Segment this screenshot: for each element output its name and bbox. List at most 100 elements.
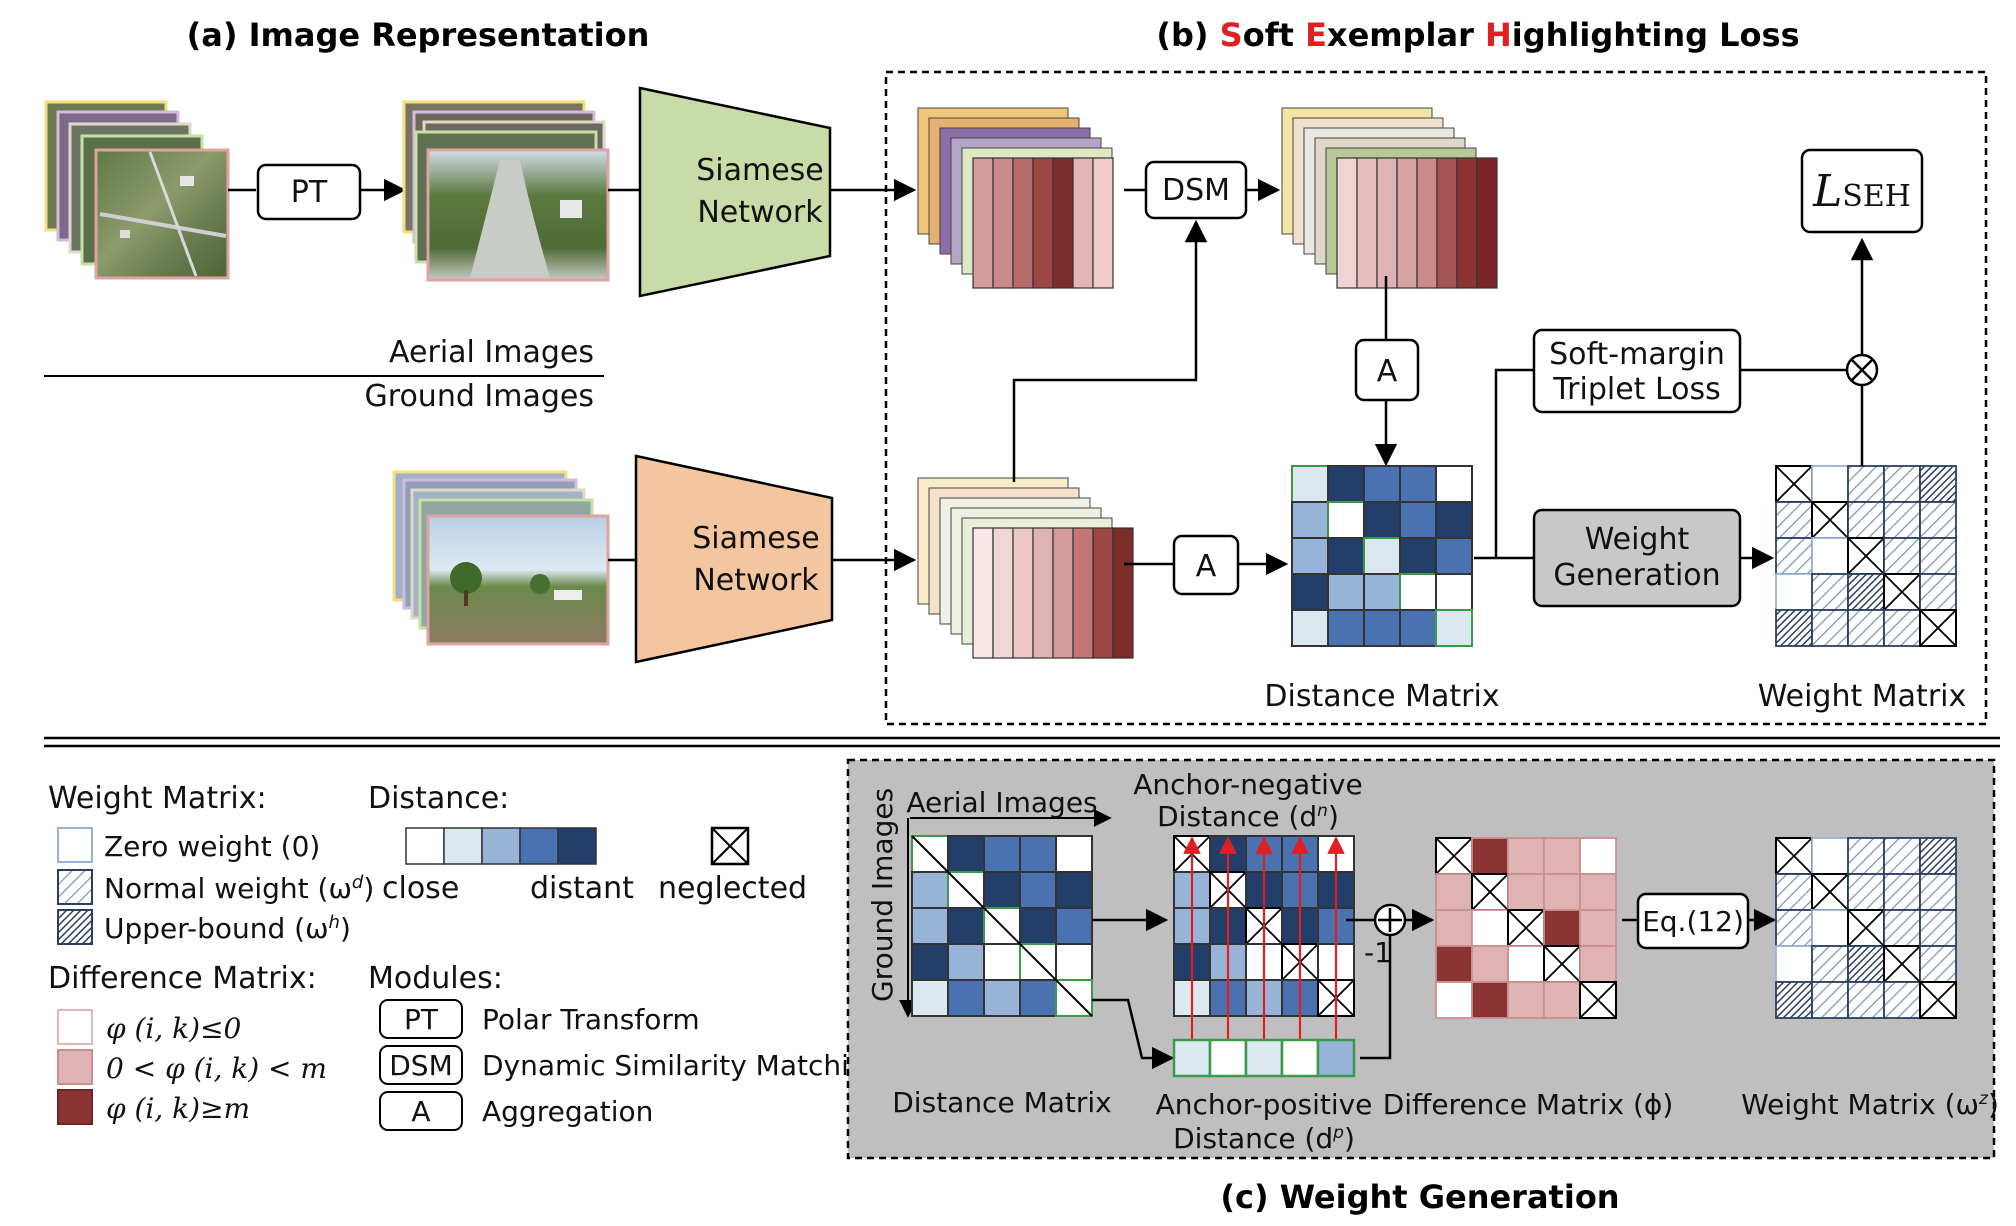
weight-c-cell-2-3 bbox=[1883, 909, 1921, 947]
legend-distant: distant bbox=[530, 871, 634, 906]
polar-image-stack bbox=[402, 100, 610, 282]
ground-feature-stack bbox=[917, 477, 1134, 659]
title-weight-generation: (c) Weight Generation bbox=[1220, 1178, 1619, 1216]
legend-diff-3: φ (i, k)≥m bbox=[106, 1092, 250, 1125]
scale-step-3 bbox=[519, 827, 559, 865]
c-distance-cell-3-4 bbox=[1055, 943, 1093, 981]
weight-c-cell-3-1 bbox=[1811, 945, 1849, 983]
weight-b-cell-3-0 bbox=[1775, 573, 1813, 611]
ground-feature-channel-6 bbox=[1092, 527, 1114, 659]
distance-cell-2-3 bbox=[1399, 537, 1437, 575]
c-distance-matrix bbox=[911, 835, 1093, 1017]
legend-upper-bound: Upper-bound (ωh) bbox=[104, 912, 351, 946]
legend-neglected-swatch bbox=[710, 826, 750, 866]
ground-feature-channel-2 bbox=[1012, 527, 1034, 659]
distance-cell-3-3 bbox=[1399, 573, 1437, 611]
legend-zero-weight: Zero weight (0) bbox=[104, 830, 320, 863]
dsm-feature-channel-2 bbox=[1376, 157, 1398, 289]
diff-cell-4-3 bbox=[1543, 981, 1581, 1019]
c-anchor-negative-line2: Distance (dn) bbox=[1157, 800, 1339, 833]
dsm-feature-channel-4 bbox=[1416, 157, 1438, 289]
svg-text:Polar Transform: Polar Transform bbox=[482, 1003, 700, 1036]
ground-feature-channel-0 bbox=[972, 527, 994, 659]
pt-module-box bbox=[256, 163, 362, 221]
c-distance-cell-1-3 bbox=[1019, 871, 1057, 909]
diff-cell-1-2 bbox=[1507, 873, 1545, 911]
svg-text:Aggregation: Aggregation bbox=[482, 1095, 653, 1128]
legend-normal-weight: Normal weight (ωd) bbox=[104, 872, 374, 906]
dsm-feature-channel-0 bbox=[1336, 157, 1358, 289]
aggregation-label-ground: A bbox=[1196, 549, 1217, 584]
weight-c-cell-4-4-x2 bbox=[1919, 981, 1957, 1019]
c-anchor-negative-line1: Anchor-negative bbox=[1133, 768, 1362, 801]
weight-b-cell-4-1 bbox=[1811, 609, 1849, 647]
dsm-feature-channel-7 bbox=[1476, 157, 1498, 289]
diff-cell-3-3-x2 bbox=[1543, 945, 1581, 983]
weight-c-cell-4-0 bbox=[1775, 981, 1813, 1019]
distance-cell-1-0 bbox=[1291, 501, 1329, 539]
label-ground-images: Ground Images bbox=[365, 379, 594, 414]
weight-b-cell-3-1 bbox=[1811, 573, 1849, 611]
weight-matrix-b bbox=[1775, 465, 1957, 647]
ground-feature-channel-7 bbox=[1112, 527, 1134, 659]
c-distance-cell-1-4 bbox=[1055, 871, 1093, 909]
distance-cell-2-4 bbox=[1435, 537, 1473, 575]
diff-cell-2-4 bbox=[1579, 909, 1617, 947]
diff-cell-3-2 bbox=[1507, 945, 1545, 983]
distance-cell-0-1 bbox=[1327, 465, 1365, 503]
siamese-network-aerial-line1: Siamese bbox=[696, 153, 824, 188]
aerial-image-stack bbox=[44, 100, 230, 280]
weight-generation-line1: Weight bbox=[1585, 522, 1690, 557]
dsm-feature-channel-1 bbox=[1356, 157, 1378, 289]
weight-b-cell-1-3 bbox=[1883, 501, 1921, 539]
distance-cell-4-4 bbox=[1435, 609, 1473, 647]
pos-cell-0 bbox=[1172, 1038, 1212, 1078]
c-distance-cell-2-0 bbox=[911, 907, 949, 945]
distance-cell-1-2 bbox=[1363, 501, 1401, 539]
weight-b-cell-0-4 bbox=[1919, 465, 1957, 503]
weight-c-cell-3-4 bbox=[1919, 945, 1957, 983]
diff-cell-0-4 bbox=[1579, 837, 1617, 875]
svg-text:A: A bbox=[411, 1095, 430, 1128]
c-distance-cell-4-1 bbox=[947, 979, 985, 1017]
weight-b-cell-1-0 bbox=[1775, 501, 1813, 539]
dsm-feature-channel-3 bbox=[1396, 157, 1418, 289]
pos-cell-3 bbox=[1280, 1038, 1320, 1078]
weight-b-cell-1-2 bbox=[1847, 501, 1885, 539]
legend-zero-weight-swatch bbox=[57, 827, 93, 863]
label-aerial-images: Aerial Images bbox=[389, 335, 594, 370]
legend-diff-swatch-1 bbox=[57, 1009, 93, 1045]
l-seh-box bbox=[1800, 148, 1924, 234]
aerial-feature-channel-5 bbox=[1072, 157, 1094, 289]
diff-cell-1-4 bbox=[1579, 873, 1617, 911]
weight-b-cell-1-4 bbox=[1919, 501, 1957, 539]
c-distance-cell-2-4 bbox=[1055, 907, 1093, 945]
weight-generation-line2: Generation bbox=[1553, 558, 1720, 593]
svg-text:DSM: DSM bbox=[389, 1049, 453, 1082]
distance-cell-1-1 bbox=[1327, 501, 1365, 539]
weight-c-cell-4-1 bbox=[1811, 981, 1849, 1019]
diff-cell-4-0 bbox=[1435, 981, 1473, 1019]
scale-step-1 bbox=[443, 827, 483, 865]
c-distance-cell-0-2 bbox=[983, 835, 1021, 873]
weight-b-cell-4-4-x2 bbox=[1919, 609, 1957, 647]
aerial-feature-channel-6 bbox=[1092, 157, 1114, 289]
diff-cell-1-3 bbox=[1543, 873, 1581, 911]
legend-module-a: A Aggregation bbox=[379, 1091, 653, 1131]
title-seh-loss: (b) Soft Exemplar Highlighting Loss bbox=[1156, 16, 1799, 54]
weight-b-cell-2-1 bbox=[1811, 537, 1849, 575]
diff-cell-4-1 bbox=[1471, 981, 1509, 1019]
distance-cell-3-1 bbox=[1327, 573, 1365, 611]
scale-step-2 bbox=[481, 827, 521, 865]
weight-c-cell-2-1 bbox=[1811, 909, 1849, 947]
pt-module-label: PT bbox=[291, 175, 328, 210]
legend-diff-swatch-3 bbox=[57, 1089, 93, 1125]
weight-b-cell-2-0 bbox=[1775, 537, 1813, 575]
distance-cell-1-3 bbox=[1399, 501, 1437, 539]
distance-cell-3-2 bbox=[1363, 573, 1401, 611]
weight-b-cell-3-2 bbox=[1847, 573, 1885, 611]
c-minus-one: -1 bbox=[1364, 936, 1392, 969]
dsm-feature-stack bbox=[1281, 107, 1498, 289]
c-weight-matrix bbox=[1775, 837, 1957, 1019]
weight-b-cell-0-0-x2 bbox=[1775, 465, 1813, 503]
